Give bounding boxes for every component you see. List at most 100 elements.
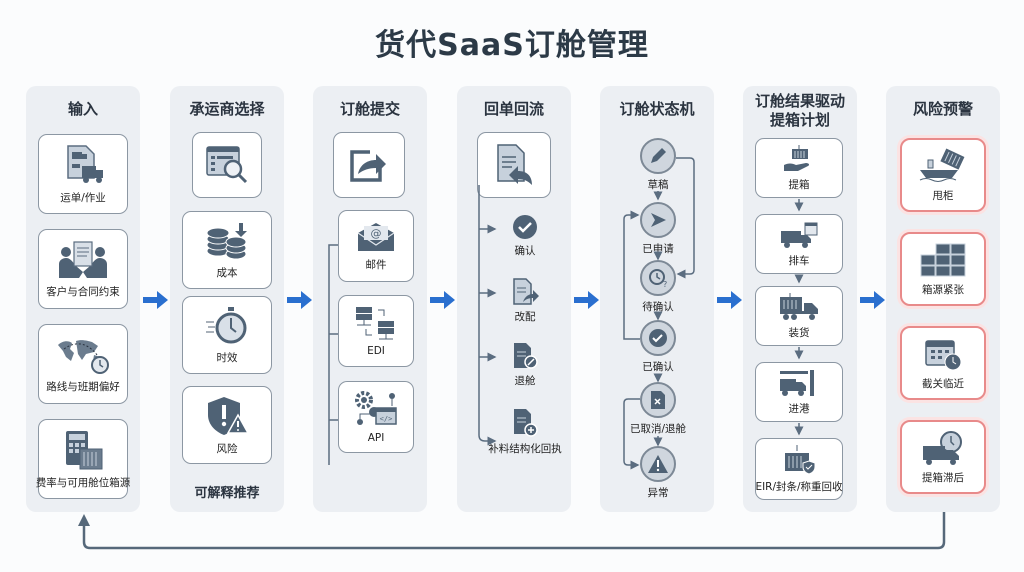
calendar-clock-icon (925, 339, 962, 370)
card-api[interactable]: </> API (338, 381, 414, 453)
risk-container-rollover[interactable]: 甩柜 (900, 138, 986, 212)
stopwatch-icon (206, 306, 247, 343)
card-rates[interactable]: 费率与可用舱位箱源 (35, 419, 131, 499)
world-route-clock-icon (58, 339, 109, 374)
card-route[interactable]: 路线与班期偏好 (38, 324, 128, 404)
container-shield-icon (785, 444, 816, 475)
page-title: 货代SaaS订舱管理 (375, 28, 649, 63)
node-label: 补料结构化回执 (488, 443, 562, 455)
card-label: 运单/作业 (60, 191, 106, 204)
column-title: 回单回流 (483, 100, 544, 118)
state-label: 异常 (647, 487, 669, 499)
reply-confirm[interactable]: 确认 (494, 214, 556, 258)
container-hand-icon (784, 144, 810, 171)
edi-servers-icon (356, 307, 394, 340)
document-x-icon (651, 391, 665, 409)
card-label: 时效 (216, 351, 238, 364)
card-label: 成本 (216, 266, 238, 279)
document-reply-icon (497, 144, 532, 185)
column-risk-warning: 风险预警 甩柜 箱源紧张 截关临近 提箱滞后 (886, 86, 1000, 512)
reply-cancel[interactable]: 退舱 (494, 342, 556, 388)
calculator-container-icon (66, 430, 103, 469)
state-draft[interactable]: 草稿 (608, 138, 708, 192)
flow-arrow-2 (287, 291, 312, 309)
card-label: 路线与班期偏好 (46, 380, 120, 393)
state-label: 已申请 (642, 243, 674, 255)
card-label: API (367, 432, 385, 444)
card-contract[interactable]: 客户与合同约束 (38, 229, 128, 309)
card-dispatch-truck[interactable]: 排车 (755, 214, 843, 274)
card-risk[interactable]: 风险 (182, 386, 272, 464)
state-pending[interactable]: ? 待确认 (608, 260, 708, 314)
column-title: 订舱提交 (339, 100, 400, 118)
card-waybill[interactable]: 运单/作业 (38, 134, 128, 214)
card-label: EIR/封条/称重回收 (755, 480, 843, 493)
card-edi[interactable]: EDI (338, 295, 414, 367)
card-label: 费率与可用舱位箱源 (35, 476, 131, 489)
reply-structured-receipt[interactable]: 补料结构化回执 (477, 408, 573, 456)
column-carrier-selection: 承运商选择 成本 时效 风险 (170, 86, 284, 512)
card-timeliness[interactable]: 时效 (182, 296, 272, 374)
feedback-loop-arrow (82, 512, 946, 550)
risk-container-shortage[interactable]: 箱源紧张 (900, 232, 986, 306)
card-pickup-container[interactable]: 提箱 (755, 138, 843, 198)
column-input: 输入 运单/作业 客户与合同约束 路线与班期偏好 (26, 86, 140, 512)
state-exception[interactable]: 异常 (608, 446, 708, 500)
state-confirmed[interactable]: 已确认 (608, 320, 708, 374)
truck-clock-icon (923, 430, 962, 465)
truck-calendar-icon (781, 222, 818, 248)
card-label: 截关临近 (922, 377, 964, 390)
column-booking-submission: 订舱提交 @ 邮件 EDI </> (313, 86, 427, 512)
card-loading[interactable]: 装货 (755, 286, 843, 346)
email-icon: @ (357, 222, 395, 251)
document-add-icon (514, 409, 538, 437)
explainable-recommendation-label: 可解释推荐 (194, 486, 260, 501)
card-label: 进港 (788, 402, 810, 415)
state-cancelled[interactable]: 已取消/退舱 (608, 382, 708, 436)
card-label: 箱源紧张 (922, 283, 964, 296)
reply-reassign[interactable]: 改配 (494, 278, 556, 324)
column-title-line1: 订舱结果驱动 (754, 92, 845, 110)
flow-arrow-6 (860, 291, 885, 309)
waybill-truck-icon (67, 144, 103, 183)
column-title: 输入 (67, 100, 98, 118)
node-label: 改配 (514, 311, 536, 323)
card-label: 邮件 (365, 258, 387, 271)
svg-text:@: @ (371, 227, 382, 240)
share-export-icon (350, 150, 386, 182)
state-applied[interactable]: 已申请 (608, 202, 708, 256)
container-truck-icon (780, 292, 818, 320)
risk-cutoff-approaching[interactable]: 截关临近 (900, 326, 986, 400)
card-carrier-search[interactable] (192, 132, 262, 198)
card-label: 甩柜 (932, 189, 954, 202)
handshake-contract-icon (59, 240, 107, 278)
card-label: 排车 (788, 254, 810, 267)
card-submit[interactable] (333, 132, 405, 198)
container-stack-icon (920, 243, 966, 276)
column-title-line2: 提箱计划 (769, 111, 830, 129)
node-label: 退舱 (514, 375, 536, 387)
column-pickup-plan: 订舱结果驱动 提箱计划 提箱 排车 装货 进港 EIR/封条/称重回收 (743, 86, 857, 512)
card-label: EDI (367, 345, 385, 357)
state-label: 已确认 (642, 361, 674, 373)
card-gate-in[interactable]: 进港 (755, 362, 843, 422)
search-table-icon (206, 146, 248, 184)
column-reply-flow: 回单回流 确认 改配 退舱 补料结构化回执 (457, 86, 571, 512)
card-reply[interactable] (477, 132, 551, 198)
card-label: 提箱滞后 (922, 471, 964, 484)
ship-container-drop-icon (919, 148, 965, 182)
flow-arrow-3 (430, 291, 455, 309)
document-forward-icon (513, 278, 539, 305)
flow-arrow-4 (574, 291, 599, 309)
risk-pickup-delay[interactable]: 提箱滞后 (900, 420, 986, 494)
column-title: 订舱状态机 (619, 100, 695, 118)
card-eir-seal-weight[interactable]: EIR/封条/称重回收 (755, 438, 843, 500)
card-label: 客户与合同约束 (46, 285, 120, 298)
state-label: 已取消/退舱 (629, 423, 687, 435)
api-gear-code-icon: </> (355, 391, 397, 425)
card-cost[interactable]: 成本 (182, 211, 272, 289)
card-email[interactable]: @ 邮件 (338, 210, 414, 282)
check-icon (649, 329, 667, 347)
check-circle-icon (513, 215, 537, 239)
shield-warning-icon (208, 396, 250, 435)
